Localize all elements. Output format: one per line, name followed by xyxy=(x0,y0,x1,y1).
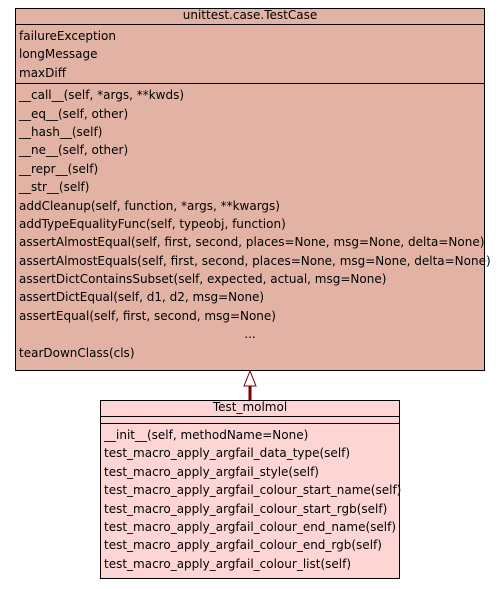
class-box-testcase: unittest.case.TestCase failureException … xyxy=(15,8,491,371)
method: assertAlmostEquals(self, first, second, … xyxy=(19,253,491,268)
method: test_macro_apply_argfail_style(self) xyxy=(104,464,319,479)
methods-section-test-molmol: __init__(self, methodName=None) test_mac… xyxy=(101,424,402,574)
method: test_macro_apply_argfail_colour_end_rgb(… xyxy=(104,538,382,553)
attributes-section-testcase: failureException longMessage maxDiff xyxy=(16,25,484,85)
method: addCleanup(self, function, *args, **kwar… xyxy=(19,198,280,213)
method: assertEqual(self, first, second, msg=Non… xyxy=(19,308,276,323)
method: __repr__(self) xyxy=(19,161,99,176)
attribute: longMessage xyxy=(19,47,98,62)
method: assertAlmostEqual(self, first, second, p… xyxy=(19,235,485,250)
method: __init__(self, methodName=None) xyxy=(104,428,309,442)
method: assertDictContainsSubset(self, expected,… xyxy=(19,272,387,287)
class-name-testcase: unittest.case.TestCase xyxy=(16,9,484,25)
method: __ne__(self, other) xyxy=(19,143,129,158)
methods-section-testcase: __call__(self, *args, **kwds) __eq__(sel… xyxy=(16,84,491,363)
method: test_macro_apply_argfail_colour_start_rg… xyxy=(104,501,388,516)
method: test_macro_apply_argfail_colour_end_name… xyxy=(104,519,397,534)
method: assertDictEqual(self, d1, d2, msg=None) xyxy=(19,290,265,305)
class-box-test-molmol: Test_molmol __init__(self, methodName=No… xyxy=(100,400,402,579)
attribute: maxDiff xyxy=(19,65,66,80)
method: test_macro_apply_argfail_colour_list(sel… xyxy=(104,556,351,571)
attribute: failureException xyxy=(19,29,116,43)
inheritance-arrowhead xyxy=(243,369,257,387)
method: addTypeEqualityFunc(self, typeobj, funct… xyxy=(19,216,286,231)
method: test_macro_apply_argfail_data_type(self) xyxy=(104,446,351,461)
method: __call__(self, *args, **kwds) xyxy=(19,88,185,103)
method: __str__(self) xyxy=(19,180,90,195)
ellipsis: ... xyxy=(244,327,256,342)
method: __hash__(self) xyxy=(19,124,103,139)
method: __eq__(self, other) xyxy=(19,106,129,121)
class-name-test-molmol: Test_molmol xyxy=(101,401,399,417)
method: test_macro_apply_argfail_colour_start_na… xyxy=(104,483,402,498)
attributes-section-test-molmol xyxy=(101,417,399,424)
method: tearDownClass(cls) xyxy=(19,345,135,360)
